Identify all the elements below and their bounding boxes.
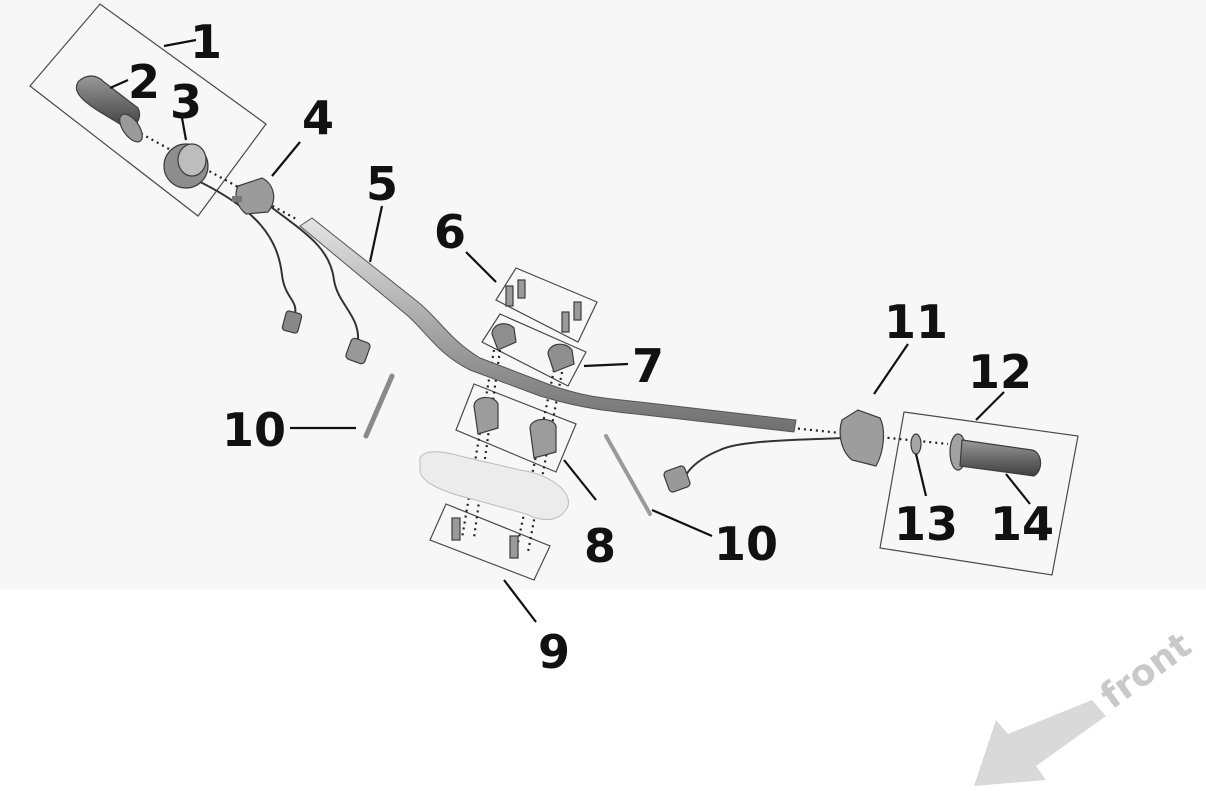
front-arrow-icon — [974, 700, 1106, 786]
leader-13 — [914, 453, 928, 497]
assembly-line-clamp-left-2 — [472, 349, 502, 539]
connector-left-1 — [281, 310, 303, 334]
assembly-line-clamp-right-2 — [526, 371, 564, 553]
leader-7 — [583, 362, 629, 368]
callout-12: 12 — [968, 345, 1032, 399]
group-box-12 — [879, 411, 1079, 576]
cable-tie-left — [363, 373, 395, 439]
leader-12 — [975, 391, 1005, 421]
leader-5 — [368, 205, 384, 263]
triple-clamp — [419, 451, 569, 521]
front-direction-indicator: front — [974, 625, 1199, 786]
upper-clamps — [491, 323, 575, 373]
assembly-line-clamp-left — [460, 349, 496, 539]
right-switch-part — [839, 409, 885, 467]
left-switch-part — [232, 177, 275, 215]
group-box-8 — [455, 383, 577, 473]
group-box-6 — [495, 267, 598, 343]
callout-1: 1 — [190, 15, 222, 69]
leader-2 — [109, 78, 129, 90]
leader-9 — [503, 579, 537, 623]
connector-left-2 — [345, 337, 371, 365]
leader-11 — [873, 343, 909, 395]
clamp-bolts-lower — [451, 517, 519, 559]
throttle-housing-part — [163, 143, 209, 189]
assembly-line-clamp-right — [514, 369, 556, 553]
front-label: front — [1093, 625, 1199, 718]
group-box-7 — [481, 313, 587, 387]
right-switch-wire — [685, 437, 843, 476]
callout-2: 2 — [128, 55, 160, 109]
switch-wire — [261, 199, 360, 343]
callout-9: 9 — [538, 625, 570, 679]
handlebar — [299, 217, 797, 433]
group-box-9 — [429, 503, 551, 581]
callout-10-right: 10 — [714, 517, 778, 571]
left-grip-part — [75, 75, 143, 143]
callout-7: 7 — [632, 339, 664, 393]
leader-8 — [563, 459, 597, 501]
leader-4 — [271, 141, 301, 177]
callout-5: 5 — [366, 157, 398, 211]
callout-6: 6 — [434, 205, 466, 259]
cable-tie-right — [604, 434, 652, 516]
background-panel — [0, 0, 1206, 590]
connector-right — [663, 465, 691, 493]
callout-10-left: 10 — [222, 403, 286, 457]
leader-10b — [651, 508, 713, 538]
leader-3 — [180, 117, 188, 141]
callout-3: 3 — [170, 75, 202, 129]
leader-1 — [163, 38, 197, 48]
callout-11: 11 — [884, 295, 948, 349]
callout-8: 8 — [584, 519, 616, 573]
group-box-1 — [29, 3, 267, 217]
clamp-bolts-upper — [505, 279, 582, 333]
callout-14: 14 — [990, 497, 1054, 551]
right-grip-part — [949, 433, 1042, 477]
washer-part — [910, 433, 922, 455]
lower-clamps — [473, 396, 557, 459]
callout-4: 4 — [302, 91, 334, 145]
leader-14 — [1005, 473, 1031, 505]
leader-6 — [465, 251, 497, 283]
callout-13: 13 — [894, 497, 958, 551]
